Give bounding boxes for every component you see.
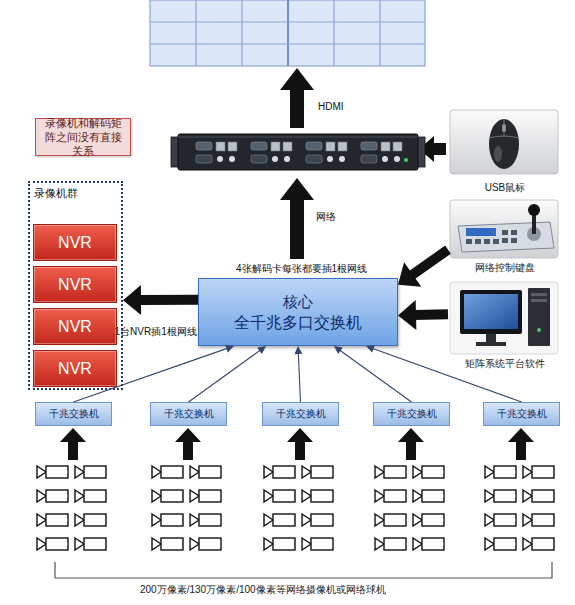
device-caption: USB鼠标 <box>448 182 562 194</box>
connector-line <box>340 350 412 402</box>
device-picture: USB鼠标 <box>448 108 562 194</box>
annotation-text: 网络 <box>316 211 336 223</box>
device-picture: 网络控制键盘 <box>448 198 562 274</box>
annotation-text: 200万像素/130万像素/100像素等网络摄像机或网络球机 <box>140 584 386 596</box>
video-wall <box>150 0 425 66</box>
connector-line <box>298 353 300 402</box>
switch-text: 千兆交换机 <box>387 408 437 420</box>
switch-text: 千兆交换机 <box>49 408 99 420</box>
bracket <box>55 562 552 578</box>
nvr-box: NVR <box>33 266 117 303</box>
connector-line <box>373 348 522 402</box>
connector-line <box>139 295 198 305</box>
connector-arrow <box>294 346 302 402</box>
edge-label: 1台NVR插1根网线 <box>115 326 197 338</box>
switch-box: 千兆交换机 <box>483 402 560 426</box>
switch-text: 千兆交换机 <box>164 408 214 420</box>
arrow-head <box>334 346 343 354</box>
switch-text: 千兆交换机 <box>497 408 547 420</box>
nvr-text: NVR <box>58 360 92 378</box>
annotation-text: HDMI <box>318 101 344 113</box>
camera-group <box>375 428 444 550</box>
connector-arrow <box>189 346 267 402</box>
core-switch-text: 全千兆多口交换机 <box>234 312 362 333</box>
note-text: 录像机和解码矩阵之间没有直接关系 <box>40 116 126 158</box>
device-caption: 矩阵系统平台软件 <box>448 358 562 370</box>
device-caption: 网络控制键盘 <box>448 262 562 274</box>
core-switch-box: 核心全千兆多口交换机 <box>198 278 398 346</box>
camera-group <box>264 428 333 550</box>
camera-group <box>152 428 221 550</box>
connector-line <box>414 309 448 320</box>
connector-arrow <box>398 250 448 287</box>
arrow-head <box>398 300 416 330</box>
connector-arrow <box>334 346 412 402</box>
switch-text: 千兆交换机 <box>276 408 326 420</box>
hdmi-arrow <box>280 68 314 128</box>
nvr-text: NVR <box>58 276 92 294</box>
connector-line <box>74 348 228 402</box>
connector-arrow <box>398 300 448 330</box>
group-title: 录像机群 <box>34 187 78 200</box>
group-box: 录像机群 NVR NVR NVR NVR <box>28 181 123 390</box>
arrow-head <box>294 346 302 354</box>
arrow-head <box>366 345 375 353</box>
nvr-box: NVR <box>33 224 117 261</box>
switch-box: 千兆交换机 <box>35 402 112 426</box>
pc-picture <box>450 282 558 354</box>
keyboard-picture <box>450 200 558 258</box>
note-box: 录像机和解码矩阵之间没有直接关系 <box>35 118 131 156</box>
nvr-text: NVR <box>58 318 92 336</box>
arrow-head <box>225 345 234 353</box>
annotation-text: 4张解码卡每张都要插1根网线 <box>236 263 367 275</box>
network-arrow <box>280 178 314 259</box>
connector-arrow <box>123 285 198 315</box>
arrow-head <box>398 262 421 287</box>
nvr-box: NVR <box>33 350 117 387</box>
nvr-box: NVR <box>33 308 117 345</box>
camera-group <box>37 428 106 550</box>
nvr-text: NVR <box>58 234 92 252</box>
camera-group <box>485 428 554 550</box>
switch-box: 千兆交换机 <box>262 402 339 426</box>
core-switch-text: 核心 <box>283 292 313 312</box>
switch-box: 千兆交换机 <box>150 402 227 426</box>
device-picture: 矩阵系统平台软件 <box>448 280 562 370</box>
connector-line <box>189 350 261 402</box>
connector-arrow <box>366 345 522 402</box>
decoder-device <box>171 134 425 170</box>
connector-arrow <box>74 345 235 402</box>
mouse-picture <box>450 110 558 174</box>
arrow-head <box>123 285 141 315</box>
switch-box: 千兆交换机 <box>373 402 450 426</box>
arrow-head <box>257 346 266 354</box>
connector-line <box>411 250 448 276</box>
